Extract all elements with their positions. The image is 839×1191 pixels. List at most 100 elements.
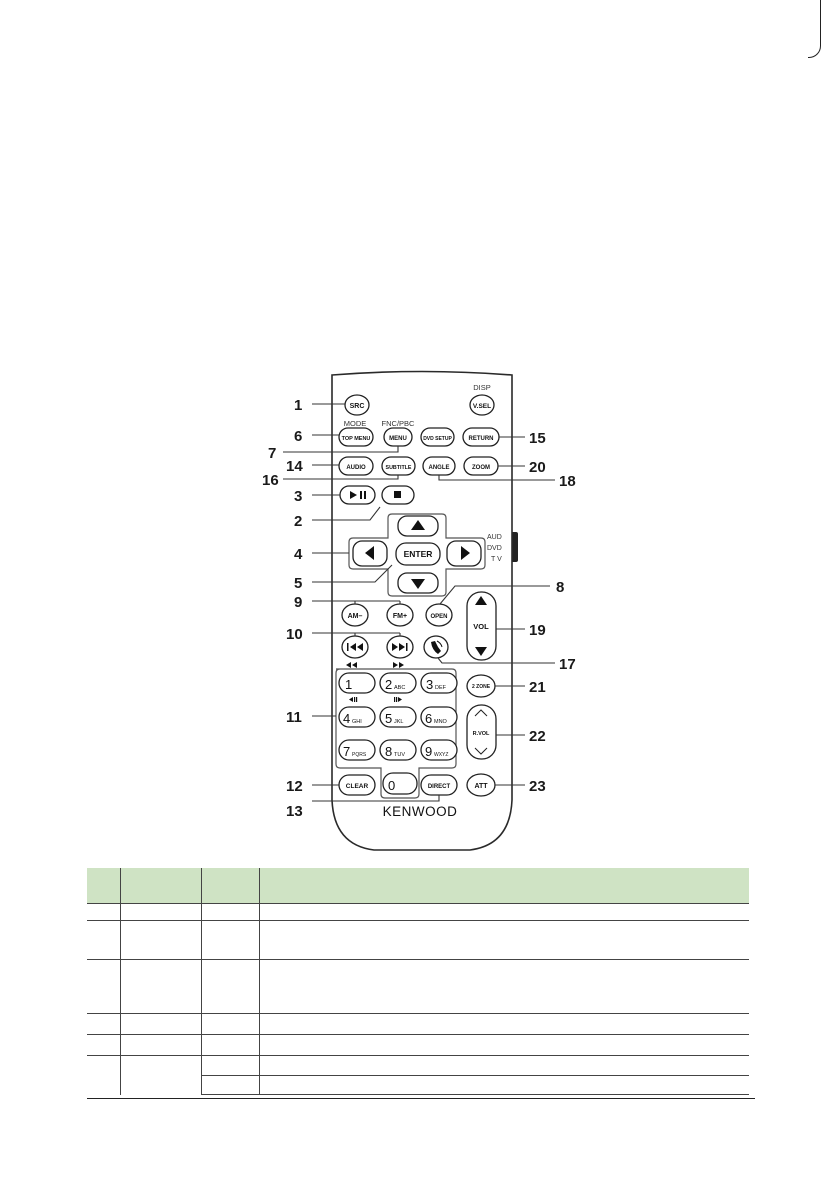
table-cell (119, 903, 201, 921)
table-cell (119, 1034, 201, 1056)
top-menu-button[interactable] (338, 427, 374, 447)
table-cell (119, 1055, 201, 1095)
callout-18: 18 (559, 473, 576, 490)
key-4-digit: 4 (343, 711, 350, 726)
rvol-up-icon (474, 709, 488, 717)
remote-control-diagram: AUD DVD T V DISP MODE FNC/PBC (262, 370, 576, 851)
phone-icon (431, 641, 441, 654)
enter-label: ENTER (404, 549, 433, 559)
key-7-letters: PQRS (352, 752, 367, 758)
callout-15: 15 (529, 430, 546, 447)
two-zone-label: 2 ZONE (472, 684, 491, 690)
slow-rev-icon (349, 697, 353, 702)
play-icon (350, 491, 357, 499)
key-8[interactable] (379, 739, 417, 761)
arrow-down-icon (411, 579, 425, 589)
key-7-digit: 7 (343, 744, 350, 759)
zoom-label: ZOOM (472, 465, 490, 471)
vol-label: VOL (473, 622, 489, 631)
play-pause-button[interactable] (339, 485, 376, 505)
key-6[interactable] (420, 706, 458, 728)
key-2[interactable] (379, 672, 417, 694)
subtitle-label: SUBTITLE (386, 465, 412, 471)
table-row (87, 1034, 749, 1056)
table-cell (258, 1034, 749, 1056)
switch-label-aud: AUD (487, 534, 502, 541)
kenwood-logo: KENWOOD (383, 804, 458, 819)
src-button[interactable] (344, 394, 370, 416)
audio-button[interactable] (338, 456, 374, 476)
key-4-letters: GHI (352, 719, 362, 725)
table-header-cell (200, 868, 259, 904)
pause-bar-icon (364, 491, 366, 499)
callout-9: 9 (294, 594, 302, 611)
vsel-button[interactable] (469, 394, 495, 416)
vol-up-icon (475, 596, 487, 605)
enter-button[interactable] (395, 542, 441, 566)
switch-label-dvd: DVD (487, 545, 502, 552)
arrow-up-icon (411, 520, 425, 530)
table-bottom-rule (87, 1098, 755, 1099)
callout-4: 4 (294, 546, 303, 563)
skip-forward-icon (392, 643, 408, 651)
callout-6: 6 (294, 428, 302, 445)
table-cell (200, 959, 259, 1014)
vsel-label: V.SEL (473, 403, 491, 410)
table-cell (87, 1056, 120, 1095)
slow-rev-bar-icon (356, 697, 358, 702)
key-7[interactable] (338, 739, 376, 761)
table-row (87, 1013, 749, 1035)
key-3[interactable] (420, 672, 458, 694)
key-0[interactable] (382, 772, 418, 795)
label-disp: DISP (473, 383, 491, 392)
key-1[interactable] (338, 672, 376, 694)
key-2-digit: 2 (385, 677, 392, 692)
callout-13: 13 (286, 803, 303, 820)
key-8-digit: 8 (385, 744, 392, 759)
table-cell (200, 1013, 259, 1035)
rvol-rocker[interactable] (466, 704, 497, 760)
table-header-cell (258, 868, 749, 904)
angle-label: ANGLE (429, 465, 450, 471)
top-menu-label: TOP MENU (342, 436, 371, 442)
rewind-icon (346, 662, 357, 668)
key-9[interactable] (420, 739, 458, 761)
table-header-cell (119, 868, 201, 904)
table-cell (258, 1013, 749, 1035)
callout-12: 12 (286, 778, 303, 795)
table-row (87, 959, 749, 1014)
callout-14: 14 (286, 458, 303, 475)
key-5-letters: JKL (394, 719, 403, 725)
table-cell (87, 959, 120, 1014)
pause-bar-icon (360, 491, 362, 499)
dvd-setup-button[interactable] (420, 427, 455, 447)
callout-10: 10 (286, 626, 303, 643)
skip-back-icon (347, 643, 363, 651)
callout-17: 17 (559, 656, 576, 673)
table-cell (200, 903, 259, 921)
key-5[interactable] (379, 706, 417, 728)
callout-lines (283, 403, 555, 802)
table-row (87, 1055, 749, 1095)
vol-rocker[interactable] (466, 591, 497, 661)
table-cell (200, 1075, 259, 1095)
callout-23: 23 (529, 778, 546, 795)
open-label: OPEN (430, 614, 447, 620)
key-4[interactable] (338, 706, 376, 728)
return-label: RETURN (469, 436, 494, 442)
table-cell (87, 920, 120, 960)
function-table (87, 868, 749, 1095)
clear-label: CLEAR (346, 783, 369, 790)
open-button[interactable] (425, 603, 453, 627)
table-cell (258, 920, 749, 960)
table-cell (258, 903, 749, 921)
callout-7: 7 (268, 445, 276, 462)
rvol-label: R.VOL (473, 731, 490, 737)
table-cell (119, 1013, 201, 1035)
table-cell (200, 1055, 259, 1076)
table-cell (87, 1013, 120, 1035)
table-cell (258, 1055, 749, 1076)
vol-down-icon (475, 647, 487, 656)
callout-5: 5 (294, 575, 302, 592)
key-9-letters: WXYZ (434, 752, 448, 758)
